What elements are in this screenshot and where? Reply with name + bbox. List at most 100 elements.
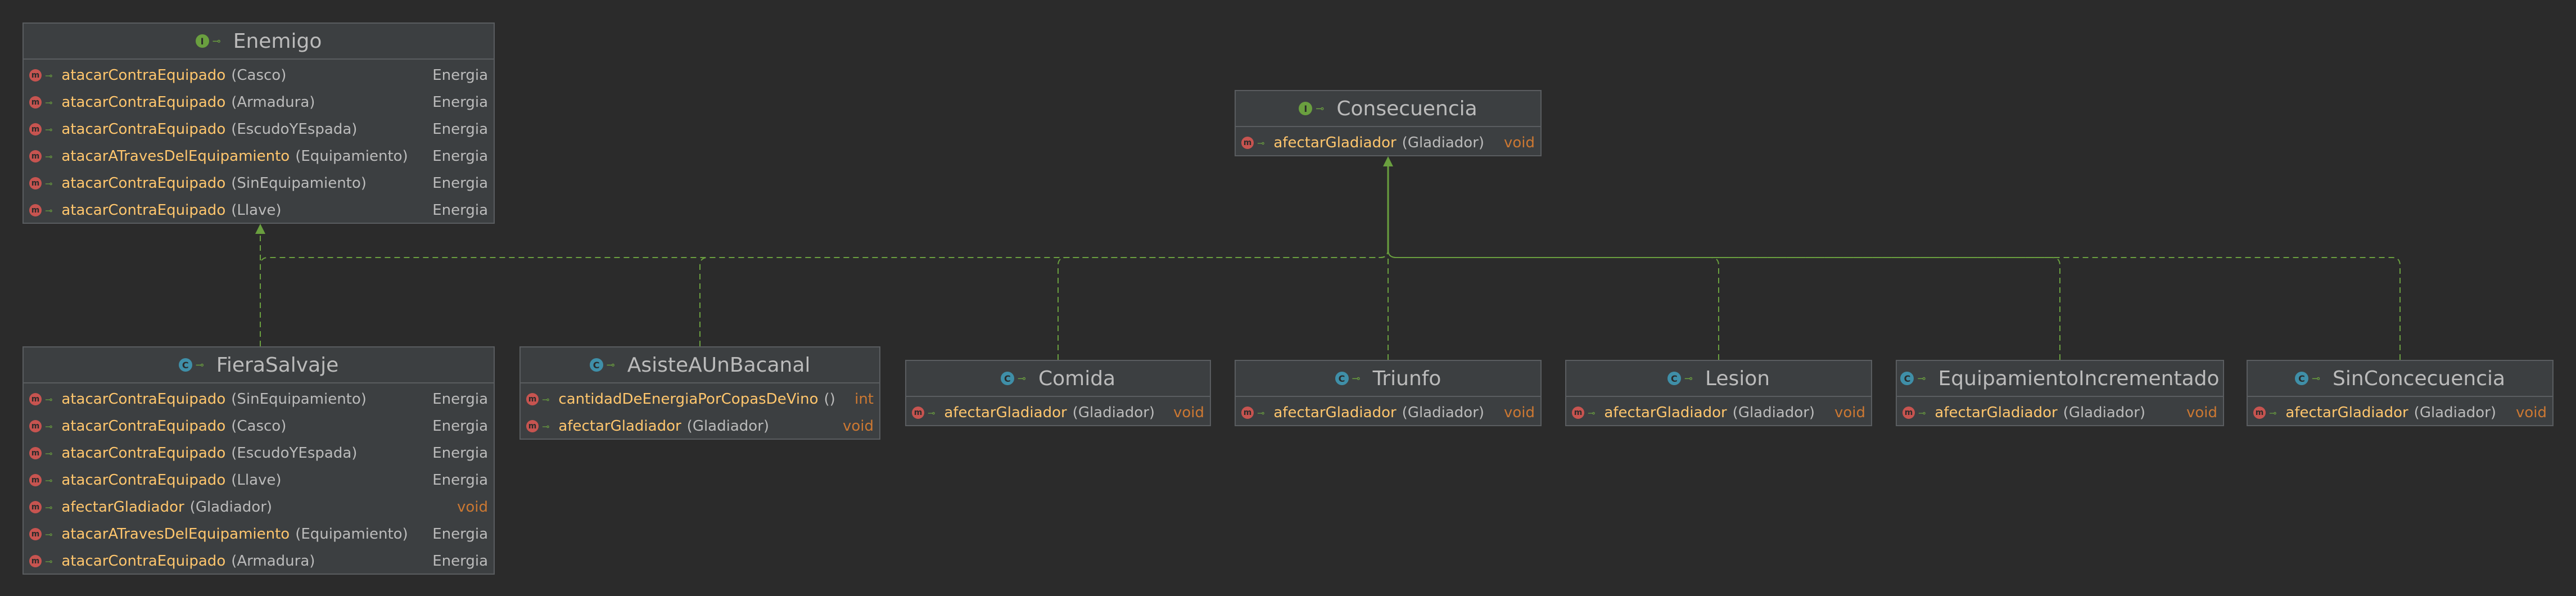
method-params: (SinEquipamiento) [231, 175, 367, 192]
edge-comida-consecuencia [1057, 249, 1389, 360]
method-row[interactable]: m⊸cantidadDeEnergiaPorCopasDeVino()int [521, 386, 879, 413]
method-name: afectarGladiador [1935, 404, 2058, 421]
method-row[interactable]: m⊸atacarContraEquipado(Llave)Energia [24, 197, 494, 224]
public-lock-icon: ⊸ [1257, 407, 1265, 418]
public-lock-icon: ⊸ [45, 124, 53, 135]
method-row[interactable]: m⊸atacarContraEquipado(Armadura)Energia [24, 89, 494, 116]
public-lock-icon: ⊸ [45, 97, 53, 108]
method-name: afectarGladiador [1273, 134, 1397, 151]
method-name: afectarGladiador [944, 404, 1067, 421]
public-lock-icon: ⊸ [1684, 372, 1693, 385]
method-params: (Equipamiento) [295, 148, 408, 165]
public-lock-icon: ⊸ [45, 151, 53, 162]
method-params: (Gladiador) [1732, 404, 1815, 421]
node-header: C⊸Comida [906, 361, 1210, 397]
method-row[interactable]: m⊸atacarContraEquipado(Casco)Energia [24, 62, 494, 89]
node-title: SinConcecuencia [2333, 367, 2506, 390]
node-title: EquipamientoIncrementado [1938, 367, 2220, 390]
return-type: Energia [432, 148, 488, 165]
method-row[interactable]: m⊸atacarContraEquipado(Llave)Energia [24, 467, 494, 494]
method-icon: m [29, 555, 42, 567]
return-type: void [2515, 404, 2547, 421]
method-row[interactable]: m⊸afectarGladiador(Gladiador)void [1566, 399, 1871, 426]
method-icon: m [29, 204, 42, 216]
method-row[interactable]: m⊸atacarContraEquipado(EscudoYEspada)Ene… [24, 440, 494, 467]
interface-icon: I [195, 34, 209, 48]
public-lock-icon: ⊸ [1316, 102, 1325, 115]
method-icon: m [29, 177, 42, 189]
method-params: (SinEquipamiento) [231, 391, 367, 408]
method-name: afectarGladiador [1604, 404, 1727, 421]
method-icon: m [912, 407, 924, 419]
method-row[interactable]: m⊸atacarContraEquipado(Armadura)Energia [24, 548, 494, 575]
return-type: Energia [432, 121, 488, 138]
method-row[interactable]: m⊸afectarGladiador(Gladiador)void [1897, 399, 2223, 426]
public-lock-icon: ⊸ [1017, 372, 1026, 385]
node-header: C⊸Triunfo [1236, 361, 1540, 397]
method-icon: m [29, 528, 42, 540]
public-lock-icon: ⊸ [195, 359, 204, 371]
method-icon: m [29, 420, 42, 432]
method-params: (Gladiador) [1402, 404, 1485, 421]
node-header: C⊸SinConcecuencia [2248, 361, 2552, 397]
method-name: atacarContraEquipado [61, 175, 226, 192]
public-lock-icon: ⊸ [2311, 372, 2321, 385]
method-name: atacarContraEquipado [61, 121, 226, 138]
return-type: Energia [432, 175, 488, 192]
method-name: afectarGladiador [558, 418, 681, 435]
method-params: (EscudoYEspada) [231, 445, 358, 462]
method-row[interactable]: m⊸atacarContraEquipado(SinEquipamiento)E… [24, 170, 494, 197]
method-icon: m [2253, 407, 2266, 419]
method-row[interactable]: m⊸afectarGladiador(Gladiador)void [906, 399, 1210, 426]
method-params: (Llave) [231, 202, 282, 219]
node-title: Comida [1038, 367, 1116, 390]
method-params: (Armadura) [231, 553, 315, 570]
method-icon: m [526, 420, 539, 432]
public-lock-icon: ⊸ [1588, 407, 1596, 418]
method-row[interactable]: m⊸afectarGladiador(Gladiador)void [1236, 399, 1540, 426]
method-row[interactable]: m⊸atacarATravesDelEquipamiento(Equipamie… [24, 143, 494, 170]
method-icon: m [1241, 407, 1254, 419]
method-params: () [824, 391, 835, 408]
public-lock-icon: ⊸ [45, 529, 53, 540]
method-row[interactable]: m⊸atacarContraEquipado(EscudoYEspada)Ene… [24, 116, 494, 143]
public-lock-icon: ⊸ [212, 35, 221, 47]
return-type: Energia [432, 391, 488, 408]
public-lock-icon: ⊸ [1257, 137, 1265, 148]
edge-equipamientoincrementado-consecuencia [1388, 249, 2060, 360]
public-lock-icon: ⊸ [2269, 407, 2277, 418]
public-lock-icon: ⊸ [542, 421, 550, 432]
method-row[interactable]: m⊸atacarContraEquipado(Casco)Energia [24, 413, 494, 440]
method-row[interactable]: m⊸atacarATravesDelEquipamiento(Equipamie… [24, 521, 494, 548]
method-params: (Casco) [231, 418, 287, 435]
return-type: Energia [432, 202, 488, 219]
method-row[interactable]: m⊸afectarGladiador(Gladiador)void [1236, 129, 1540, 156]
public-lock-icon: ⊸ [1918, 407, 1926, 418]
method-row[interactable]: m⊸afectarGladiador(Gladiador)void [24, 494, 494, 521]
method-row[interactable]: m⊸afectarGladiador(Gladiador)void [521, 413, 879, 440]
arrowhead-consecuencia [1383, 156, 1393, 166]
method-row[interactable]: m⊸atacarContraEquipado(SinEquipamiento)E… [24, 386, 494, 413]
public-lock-icon: ⊸ [45, 70, 53, 81]
return-type: void [1503, 134, 1535, 151]
arrowhead-enemigo [255, 224, 265, 234]
return-type: void [1173, 404, 1204, 421]
return-type: Energia [432, 553, 488, 570]
method-params: (Gladiador) [2414, 404, 2497, 421]
public-lock-icon: ⊸ [45, 394, 53, 405]
public-lock-icon: ⊸ [1352, 372, 1361, 385]
method-name: atacarContraEquipado [61, 94, 226, 111]
method-row[interactable]: m⊸afectarGladiador(Gladiador)void [2248, 399, 2552, 426]
node-title: Consecuencia [1336, 97, 1477, 120]
public-lock-icon: ⊸ [606, 359, 615, 371]
